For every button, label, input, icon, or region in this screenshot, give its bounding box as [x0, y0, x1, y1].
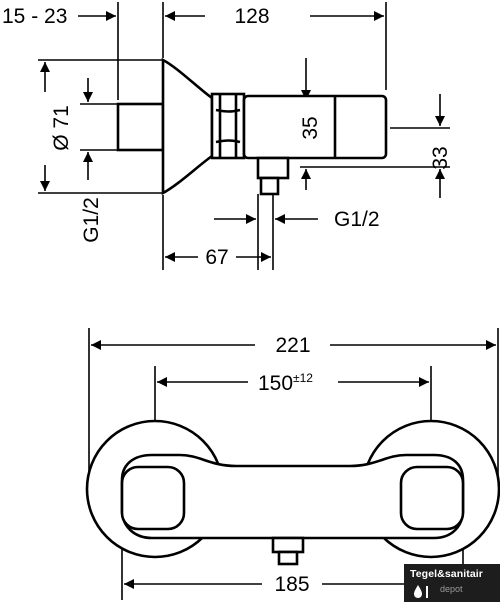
dim-body-width: 185 [274, 573, 309, 596]
dim-wall-range: 15 - 23 [2, 5, 67, 28]
dim-length: 128 [234, 5, 269, 28]
dim-height-35: 35 [299, 116, 322, 139]
dim-outlet-thread: G1/2 [334, 208, 380, 231]
side-view: 15 - 23 128 Ø 71 G1/2 35 33 G1/2 67 [2, 2, 452, 270]
outlet-front [271, 536, 305, 554]
outlet-front-thread [277, 550, 299, 566]
nut [210, 92, 246, 160]
outlet-thread [259, 176, 280, 196]
outlet-stub [256, 156, 290, 180]
watermark-title: Tegel&sanitair [410, 568, 483, 580]
front-view: 221 150±12 185 [85, 328, 500, 600]
dim-outlet-offset: 67 [205, 246, 228, 269]
handle-right [399, 465, 465, 531]
watermark-badge: Tegel&sanitair depot [404, 564, 500, 602]
dim-thread-left: G1/2 [80, 197, 103, 243]
drop-icon [414, 585, 428, 598]
dim-centre-distance: 150±12 [258, 371, 313, 395]
dim-height-33: 33 [429, 146, 452, 169]
rosette [161, 57, 214, 196]
wall-connector [116, 102, 165, 152]
watermark-subtitle: depot [440, 584, 463, 594]
mixer-body-front [120, 453, 465, 540]
dim-overall-width: 221 [275, 334, 310, 357]
handle-left [120, 465, 186, 531]
dim-rosette-dia: Ø 71 [50, 105, 73, 151]
mixer-body [242, 94, 388, 160]
